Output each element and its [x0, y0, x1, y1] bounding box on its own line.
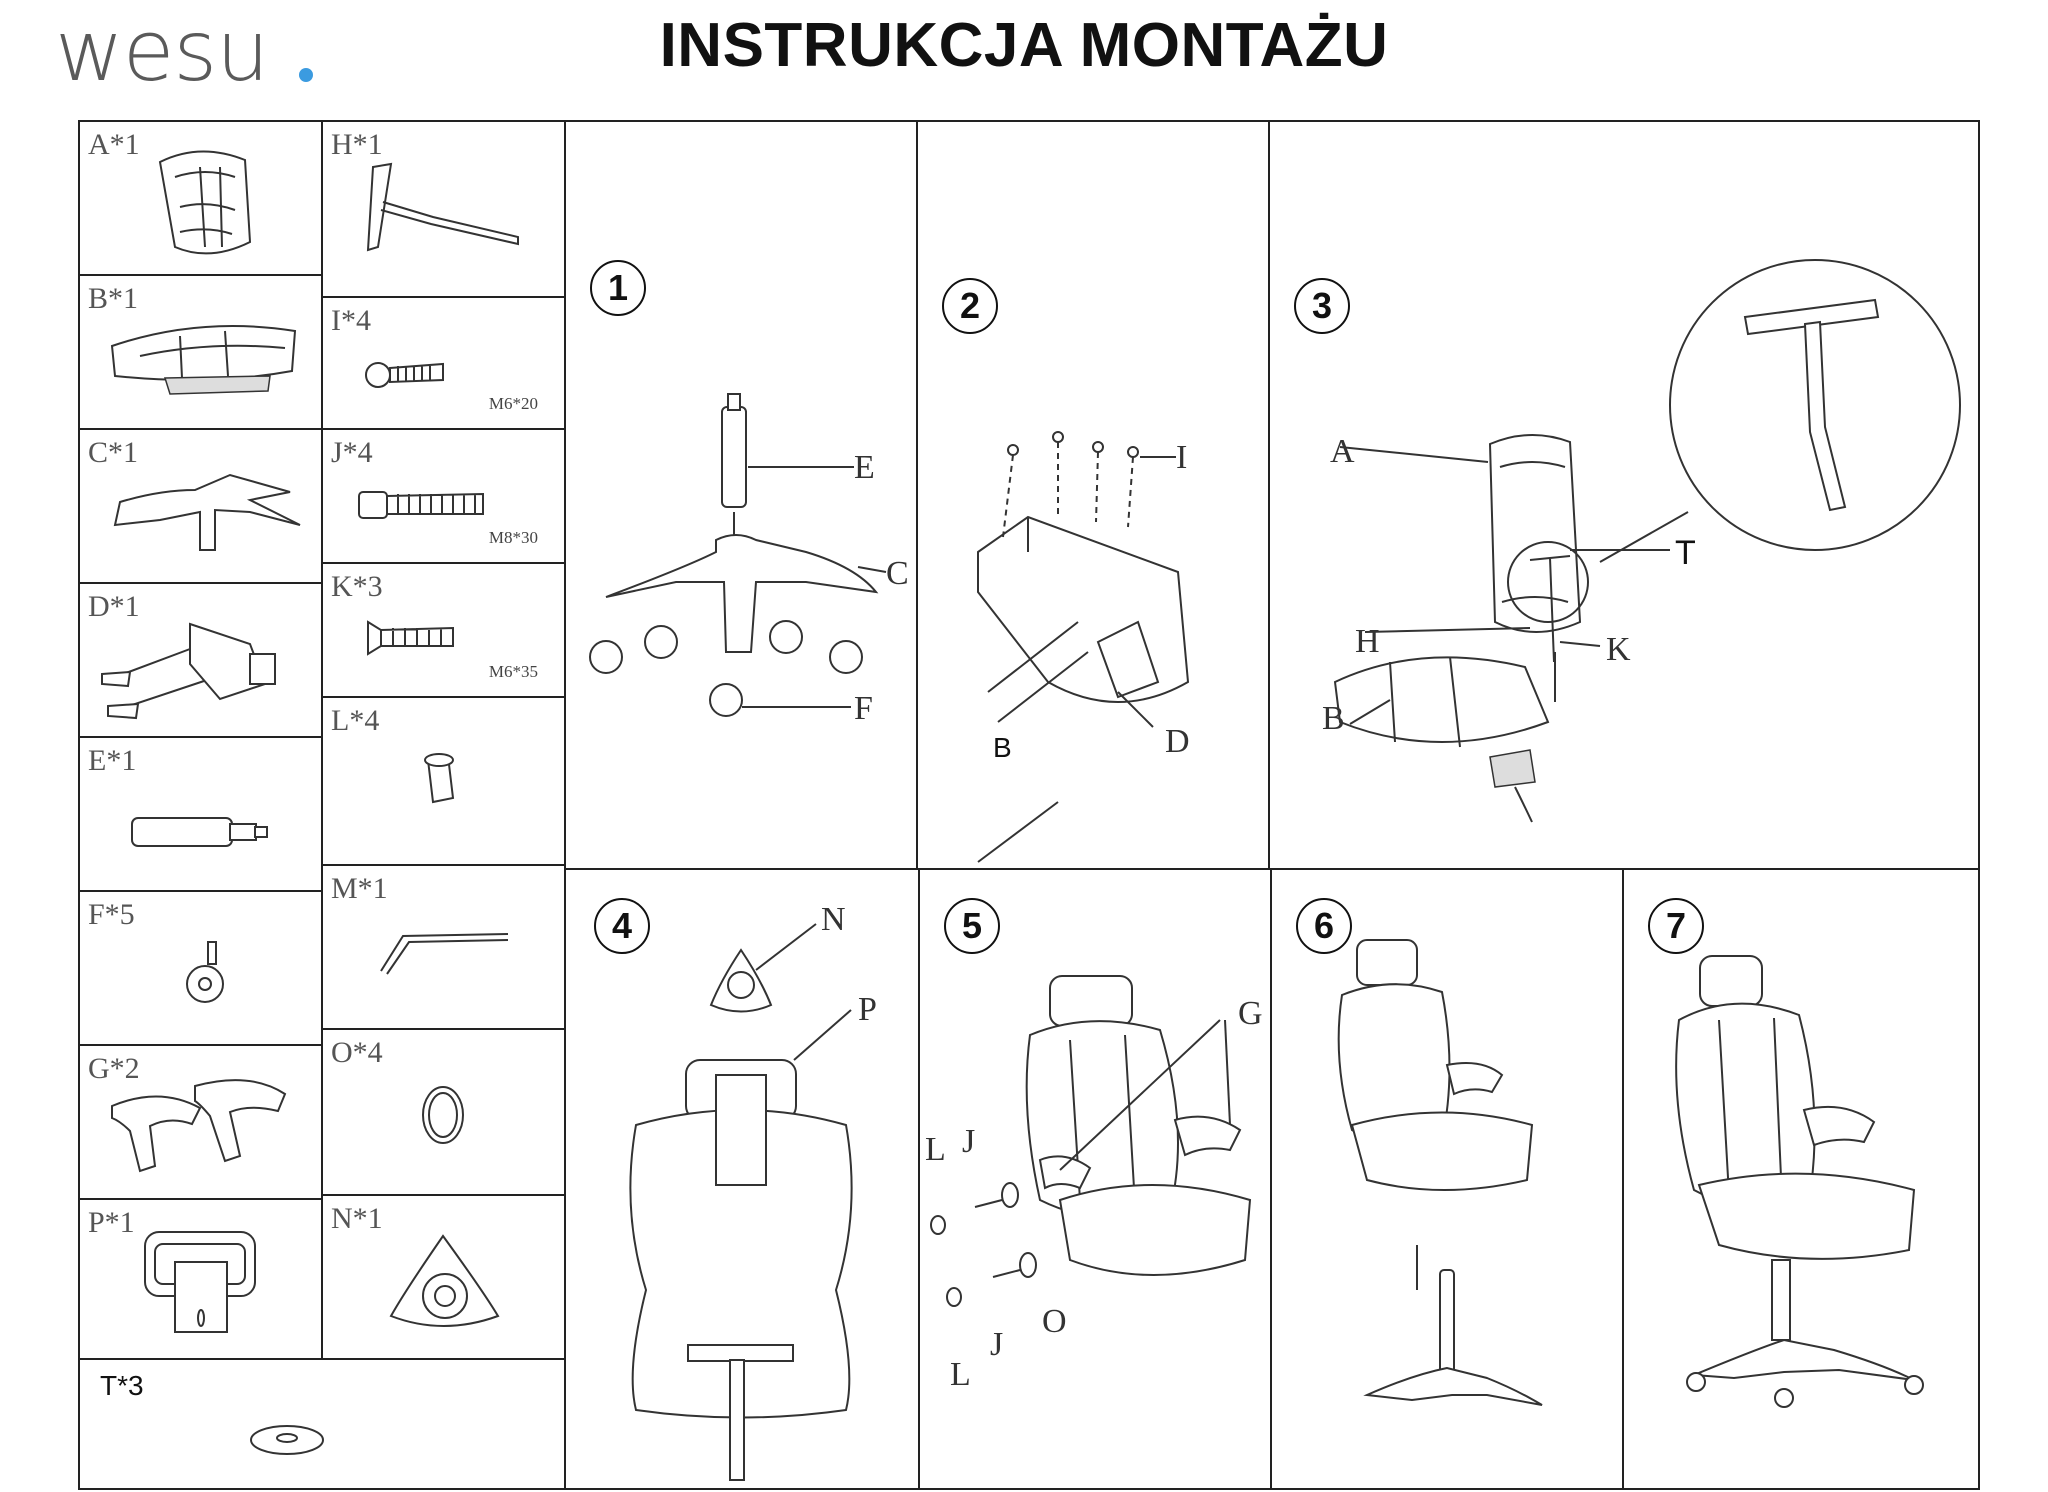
part-label: M*1 — [331, 872, 388, 905]
step-panel-6: 6 — [1270, 868, 1624, 1490]
seat-illustration — [110, 325, 297, 395]
part-cell-c: C*1 — [78, 428, 323, 584]
part-label: J*4 — [331, 436, 373, 469]
part-label: P*1 — [88, 1206, 135, 1239]
step-7-diagram — [1675, 955, 1924, 1408]
mechanism-illustration — [101, 622, 276, 720]
callout-c: C — [886, 555, 909, 592]
step-number: 5 — [944, 898, 1000, 954]
step-number: 6 — [1296, 898, 1352, 954]
callout-l: L — [925, 1131, 946, 1168]
part-label: E*1 — [88, 744, 137, 777]
step-5-diagram: G L J J O L — [925, 975, 1263, 1393]
callout-d: D — [1165, 723, 1190, 760]
part-cell-j: J*4 M8*30 — [321, 428, 566, 564]
part-label: I*4 — [331, 304, 371, 337]
part-label: N*1 — [331, 1202, 383, 1235]
callout-i: I — [1176, 439, 1187, 476]
screw-size-label: M8*30 — [488, 528, 538, 547]
part-label: B*1 — [88, 282, 139, 315]
callout-a: A — [1330, 433, 1355, 470]
part-cell-b: B*1 — [78, 274, 323, 430]
part-cell-m: M*1 — [321, 864, 566, 1030]
part-cell-n: N*1 — [321, 1194, 566, 1360]
hex-key-illustration — [380, 933, 509, 975]
callout-n: N — [821, 901, 846, 938]
step-2-diagram: I B D — [977, 431, 1190, 863]
step-number: 7 — [1648, 898, 1704, 954]
part-label: T*3 — [100, 1370, 144, 1401]
part-cell-p: P*1 — [78, 1198, 323, 1360]
part-cell-o: O*4 — [321, 1028, 566, 1196]
logo-dot — [299, 68, 313, 82]
spring-washer-illustration — [422, 1086, 464, 1144]
part-cell-e: E*1 — [78, 736, 323, 892]
part-label: O*4 — [331, 1036, 383, 1069]
part-cell-d: D*1 — [78, 582, 323, 738]
callout-b: B — [993, 732, 1012, 763]
cover-plate-illustration — [389, 1234, 500, 1327]
gas-lift-illustration — [131, 817, 268, 847]
page-title: INSTRUKCJA MONTAŻU — [659, 11, 1389, 80]
step-panel-4: 4 N P — [564, 868, 920, 1490]
part-label: H*1 — [331, 128, 383, 161]
brand-logo: wesu — [55, 6, 269, 96]
callout-e: E — [854, 449, 875, 486]
step-panel-3: 3 A T H K B — [1268, 120, 1980, 870]
part-cell-a: A*1 — [78, 120, 323, 276]
screw-i-illustration — [365, 362, 444, 388]
headrest-bracket-illustration — [144, 1231, 256, 1333]
part-cell-i: I*4 M6*20 — [321, 296, 566, 430]
screw-k-illustration — [367, 620, 454, 656]
callout-t: T — [1675, 534, 1696, 572]
step-6-diagram — [1337, 939, 1543, 1406]
part-cell-f: F*5 — [78, 890, 323, 1046]
part-label: F*5 — [88, 898, 135, 931]
step-number: 1 — [590, 260, 646, 316]
callout-j: J — [990, 1326, 1003, 1363]
part-label: G*2 — [88, 1052, 140, 1085]
part-cell-g: G*2 — [78, 1044, 323, 1200]
part-cell-h: H*1 — [321, 120, 566, 298]
backrest-illustration — [158, 150, 252, 255]
callout-j: J — [962, 1123, 975, 1160]
end-cap-illustration — [424, 753, 455, 804]
armrest-illustration — [111, 1079, 287, 1173]
callout-p: P — [858, 991, 877, 1028]
step-number: 3 — [1294, 278, 1350, 334]
part-label: L*4 — [331, 704, 380, 737]
callout-h: H — [1355, 623, 1380, 660]
callout-o: O — [1042, 1303, 1067, 1340]
part-label: A*1 — [88, 128, 140, 161]
part-cell-k: K*3 M6*35 — [321, 562, 566, 698]
screw-size-label: M6*35 — [488, 662, 538, 681]
callout-l: L — [950, 1356, 971, 1393]
logo-text: wesu — [55, 2, 269, 100]
step-panel-2: 2 I B D — [916, 120, 1270, 870]
base-illustration — [113, 473, 301, 551]
step-number: 4 — [594, 898, 650, 954]
washer-illustration — [250, 1425, 324, 1455]
callout-g: G — [1238, 995, 1263, 1032]
caster-illustration — [186, 941, 224, 1003]
step-panel-1: 1 E C F — [564, 120, 918, 870]
step-panel-7: 7 — [1622, 868, 1980, 1490]
part-label: K*3 — [331, 570, 383, 603]
step-3-diagram: A T H K B — [1322, 259, 1961, 823]
part-label: D*1 — [88, 590, 140, 623]
callout-f: F — [854, 690, 873, 727]
screw-size-label: M6*20 — [488, 394, 538, 413]
part-cell-l: L*4 — [321, 696, 566, 866]
step-panel-5: 5 G L J J O L — [918, 868, 1272, 1490]
step-1-diagram: E C F — [589, 393, 909, 727]
callout-b: B — [1322, 700, 1345, 737]
part-label: C*1 — [88, 436, 139, 469]
headrest-bar-illustration — [366, 162, 519, 252]
part-cell-t: T*3 — [78, 1358, 566, 1490]
step-4-diagram: N P — [629, 901, 877, 1481]
step-number: 2 — [942, 278, 998, 334]
callout-k: K — [1606, 631, 1631, 668]
screw-j-illustration — [358, 491, 484, 519]
